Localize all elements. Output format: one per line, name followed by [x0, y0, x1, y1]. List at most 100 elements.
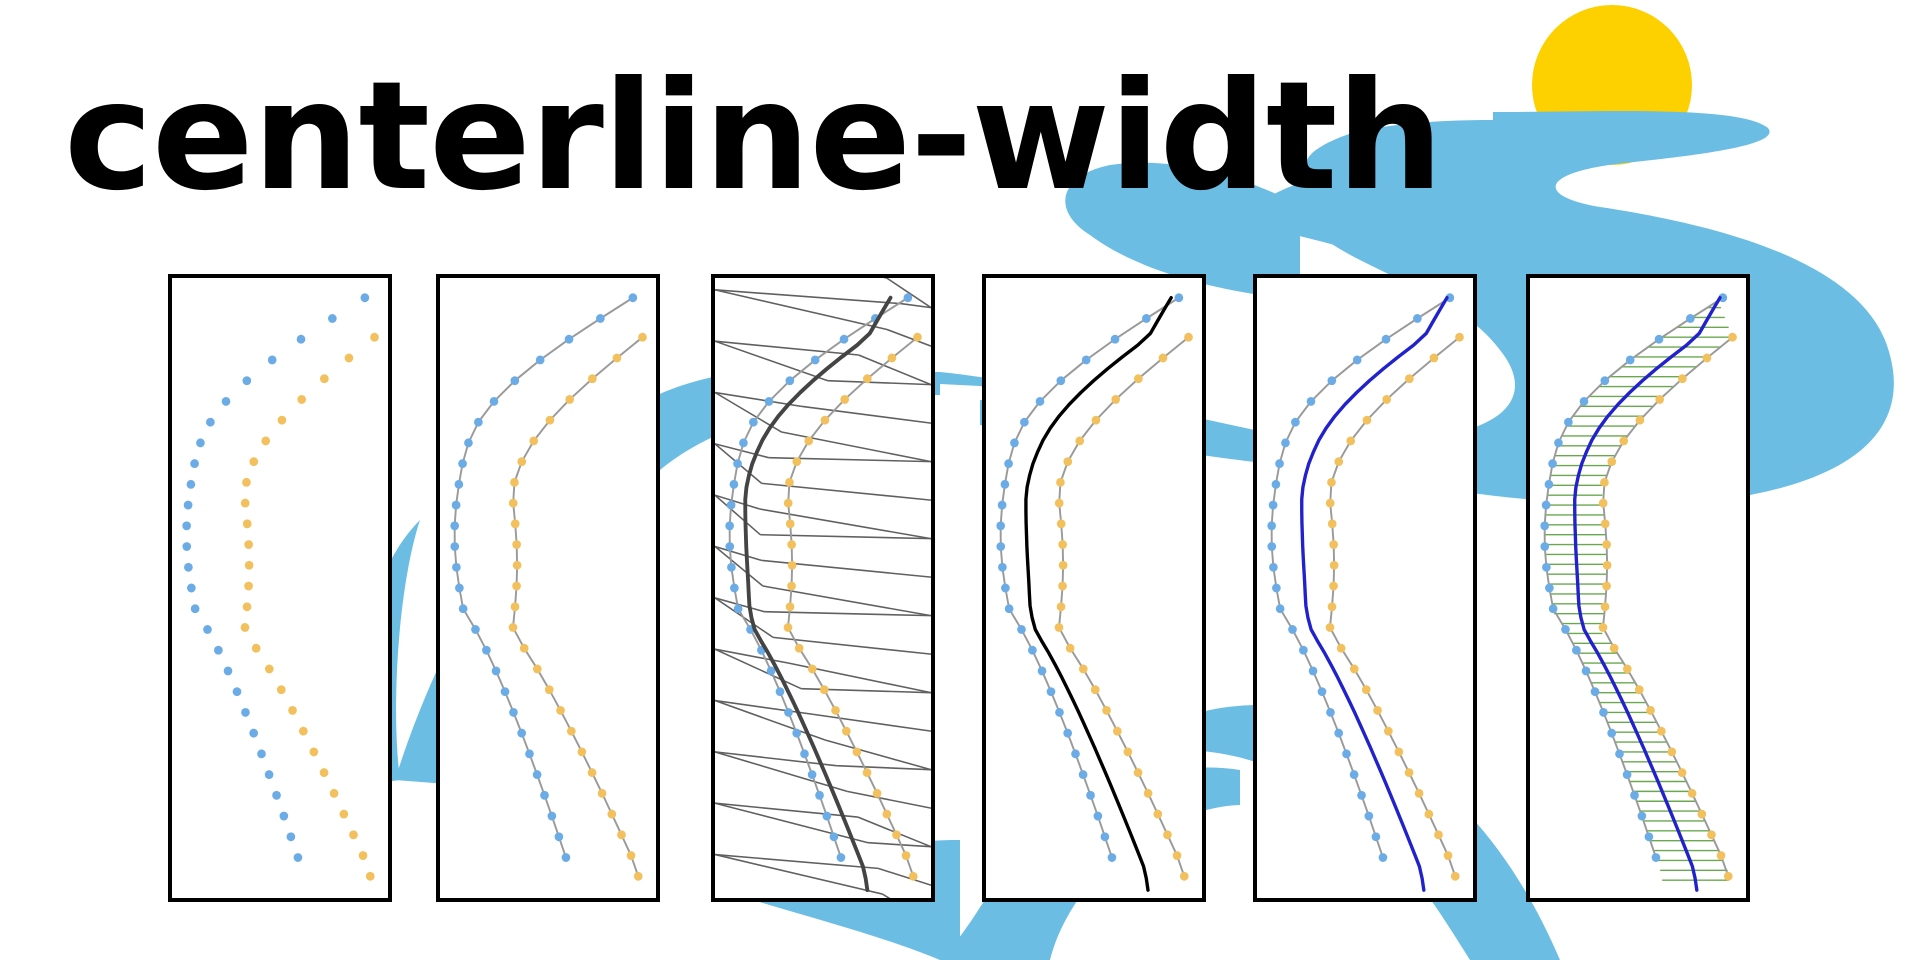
- right-bank-point: [1075, 436, 1085, 446]
- right-bank-point: [872, 788, 882, 798]
- right-bank-point: [544, 685, 554, 695]
- left-bank-point: [1275, 459, 1284, 469]
- left-bank-point: [730, 583, 739, 593]
- right-bank-point: [913, 332, 922, 342]
- left-bank-point: [1540, 542, 1550, 551]
- right-bank-point: [1158, 353, 1168, 363]
- left-bank-point: [836, 853, 846, 862]
- right-bank-point: [545, 415, 555, 425]
- right-bank-point: [1349, 664, 1359, 674]
- left-bank-point: [775, 687, 785, 697]
- left-bank-point: [749, 417, 758, 427]
- left-bank-point: [491, 666, 501, 676]
- right-bank-point: [508, 498, 518, 508]
- right-bank-point: [1600, 519, 1610, 529]
- right-bank-points: [508, 332, 647, 881]
- left-bank-point: [1378, 853, 1388, 862]
- voronoi-edge: [715, 802, 869, 844]
- right-bank-point: [244, 581, 253, 591]
- voronoi-edge: [715, 853, 879, 870]
- left-bank-point: [784, 707, 793, 717]
- left-bank-point: [1267, 521, 1276, 531]
- right-bank-point: [1723, 871, 1733, 881]
- left-bank-point: [328, 314, 337, 323]
- voronoi-edge: [824, 739, 931, 771]
- left-bank-point: [1000, 479, 1010, 489]
- voronoi-edge: [886, 278, 931, 309]
- left-bank-line: [999, 296, 1180, 859]
- left-bank-point: [267, 355, 277, 365]
- left-bank-point: [1381, 334, 1391, 344]
- left-bank-point: [1599, 707, 1608, 717]
- right-bank-point: [1600, 477, 1609, 487]
- left-bank-point: [1545, 583, 1554, 593]
- left-bank-point: [1544, 479, 1554, 489]
- left-bank-point: [1357, 790, 1366, 800]
- right-bank-point: [240, 623, 250, 632]
- right-bank-point: [329, 788, 339, 798]
- left-bank-point: [482, 645, 491, 655]
- left-bank-point: [1086, 790, 1095, 800]
- right-bank-point: [638, 332, 647, 342]
- left-bank-point: [1142, 314, 1151, 323]
- left-bank-point: [203, 625, 212, 634]
- voronoi-edge: [761, 559, 931, 578]
- left-bank-point: [1174, 293, 1184, 303]
- right-bank-point: [787, 581, 796, 591]
- left-bank-point: [242, 376, 252, 386]
- voronoi-edge: [827, 379, 931, 386]
- right-bank-point: [617, 830, 626, 840]
- left-bank-point: [1541, 500, 1551, 510]
- left-bank-point: [815, 790, 824, 800]
- left-bank-point: [223, 666, 233, 676]
- left-bank-point: [1686, 314, 1695, 323]
- left-bank-line: [1270, 296, 1451, 859]
- left-bank-point: [1625, 355, 1635, 365]
- right-bank-point: [1600, 602, 1610, 612]
- left-bank-point: [1100, 832, 1110, 842]
- right-bank-point: [787, 540, 796, 550]
- right-bank-point: [1327, 519, 1337, 529]
- left-bank-points: [725, 293, 913, 862]
- left-bank-point: [182, 521, 191, 531]
- left-bank-point: [1579, 396, 1589, 406]
- left-bank-point: [450, 542, 460, 551]
- right-bank-point: [831, 705, 840, 715]
- left-bank-point: [1017, 625, 1026, 634]
- right-bank-point: [1112, 726, 1122, 736]
- voronoi-edge: [715, 853, 883, 895]
- right-bank-line: [1058, 336, 1190, 878]
- right-bank-point: [882, 809, 892, 819]
- left-bank-point: [725, 542, 735, 551]
- right-bank-point: [1327, 477, 1336, 487]
- right-bank-point: [320, 374, 329, 384]
- left-bank-point: [1352, 355, 1362, 365]
- left-bank-point: [525, 749, 534, 759]
- right-bank-point: [1102, 705, 1111, 715]
- left-bank-point: [1308, 666, 1318, 676]
- right-bank-point: [1143, 788, 1153, 798]
- left-bank-point: [998, 562, 1007, 572]
- panel-width-lines: [1526, 274, 1750, 902]
- left-bank-point: [286, 832, 296, 842]
- left-bank-point: [1268, 500, 1278, 510]
- left-bank-point: [187, 583, 196, 593]
- left-bank-point: [296, 334, 306, 344]
- left-bank-point: [196, 438, 205, 448]
- right-bank-point: [276, 685, 286, 695]
- right-bank-points: [1054, 332, 1193, 881]
- panel-voronoi-diagram: [711, 274, 935, 902]
- left-bank-point: [458, 604, 468, 614]
- right-bank-point: [852, 747, 862, 757]
- right-bank-line: [1602, 336, 1734, 878]
- left-bank-point: [996, 542, 1006, 551]
- right-bank-point: [626, 851, 636, 860]
- right-bank-point: [365, 871, 375, 881]
- left-bank-point: [241, 707, 250, 717]
- right-bank-point: [508, 623, 518, 632]
- left-bank-point: [1056, 376, 1066, 386]
- left-bank-point: [1364, 811, 1374, 821]
- right-bank-point: [370, 332, 379, 342]
- right-bank-point: [519, 643, 529, 653]
- voronoi-edge: [715, 802, 858, 818]
